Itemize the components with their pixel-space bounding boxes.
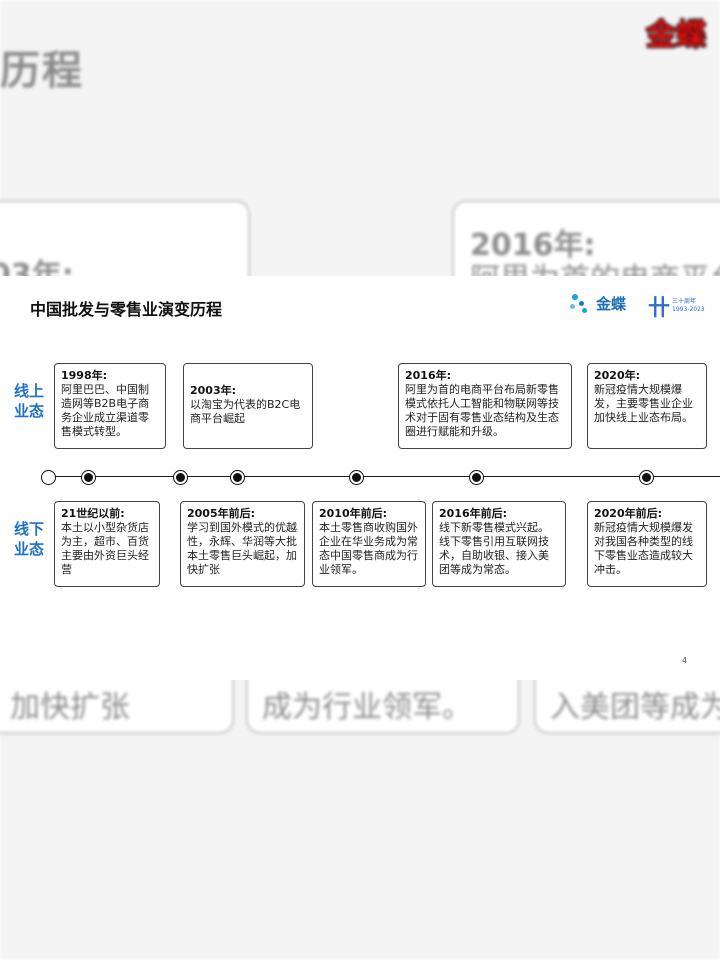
online-event-1998: 1998年:阿里巴巴、中国制造网等B2B电子商务企业成立渠道零售模式转型。 (54, 363, 166, 449)
timeline-dot (470, 471, 483, 484)
online-event-2016: 2016年:阿里为首的电商平台布局新零售模式依托人工智能和物联网等技术对于固有零… (398, 363, 572, 449)
online-row-label: 线上业态 (13, 382, 44, 420)
offline-event-2005: 2005年前后:学习到国外模式的优越性，永辉、华润等大批本土零售巨头崛起，加快扩… (180, 501, 305, 587)
kingdee-dots-icon (570, 292, 592, 314)
offline-event-2010: 2010年前后:本土零售商收购国外企业在华业务成为常态中国零售商成为行业领军。 (312, 501, 426, 587)
offline-row-label: 线下业态 (13, 520, 44, 558)
online-event-2003: 2003年:以淘宝为代表的B2C电商平台崛起 (183, 363, 313, 449)
timeline-dot (640, 471, 653, 484)
offline-event-2020: 2020年前后:新冠疫情大规模爆发对我国各种类型的线下零售业态造成较大冲击。 (587, 501, 707, 587)
slide-title: 中国批发与零售业演变历程 (30, 300, 223, 319)
timeline-dot (231, 471, 244, 484)
timeline-start-marker (42, 471, 55, 484)
anniversary-mark-icon: 卄 (648, 295, 671, 321)
bg-bottom-text-3: 入美团等成为 (550, 690, 720, 725)
kingdee-logo-text: 金蝶 (596, 294, 627, 313)
bg-kingdee-logo: 金蝶 (646, 18, 706, 53)
timeline-axis (50, 476, 720, 477)
timeline-dot (174, 471, 187, 484)
offline-event-2016: 2016年前后:线下新零售模式兴起。线下零售引用互联网技术，自助收银、接入美团等… (432, 501, 566, 587)
bg-box-right-year: 2016年: (470, 228, 596, 263)
kingdee-logo: 金蝶 (570, 292, 626, 314)
bg-bottom-text-2: 成为行业领军。 (262, 690, 472, 725)
timeline-dot (82, 471, 95, 484)
bg-bottom-text-1: 加快扩张 (10, 690, 130, 725)
online-event-2020: 2020年:新冠疫情大规模爆发，主要零售业企业加快线上业态布局。 (587, 363, 707, 449)
page-number: 4 (682, 656, 688, 665)
offline-event-pre-2000: 21世纪以前:本土以小型杂货店为主，超市、百货主要由外资巨头经营 (54, 501, 160, 587)
timeline-dot (350, 471, 363, 484)
bg-title-fragment: 历程 (0, 48, 84, 94)
